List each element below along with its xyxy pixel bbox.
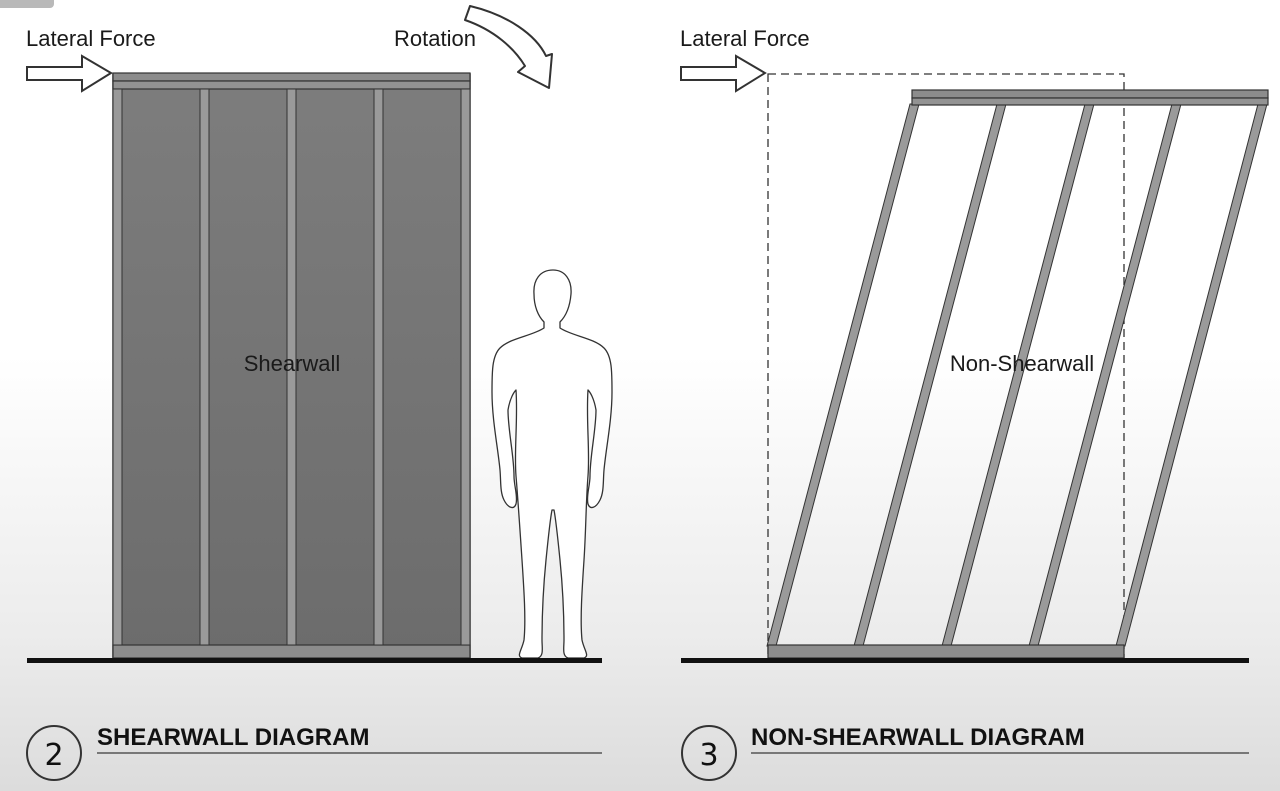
non-shearwall-ground-line xyxy=(681,658,1249,663)
shearwall-top-plate-lower xyxy=(112,80,471,90)
shearwall-bottom-plate xyxy=(112,644,471,659)
shearwall-diagram-panel: Lateral Force Rotation Shearwall 2 SHEAR… xyxy=(26,5,613,781)
racked-stud xyxy=(766,103,920,647)
shearwall-label: Shearwall xyxy=(244,351,341,376)
rotation-arrow-icon xyxy=(464,5,553,89)
displaced-top-plate xyxy=(911,89,1269,99)
shearwall-top-plate xyxy=(112,72,471,82)
rotation-label: Rotation xyxy=(394,26,476,51)
shearwall-stud xyxy=(112,88,123,646)
racked-stud xyxy=(1115,103,1268,647)
lateral-force-arrow-icon xyxy=(680,54,767,93)
diagram-title: SHEARWALL DIAGRAM xyxy=(97,724,369,751)
window-corner-tab xyxy=(0,0,54,8)
non-shearwall-bottom-plate xyxy=(767,644,1125,659)
shearwall-ground-line xyxy=(27,658,602,663)
displaced-top-plate-lower xyxy=(911,97,1269,106)
diagram-number: 3 xyxy=(699,738,718,773)
shearwall-stud xyxy=(373,88,384,646)
human-figure-icon xyxy=(491,269,613,659)
diagram-number-circle xyxy=(26,725,82,781)
diagram-number: 2 xyxy=(44,738,63,773)
shearwall-stud xyxy=(199,88,210,646)
shearwall-stud xyxy=(286,88,297,646)
lateral-force-arrow-icon xyxy=(26,54,113,93)
diagram-number-circle xyxy=(681,725,737,781)
diagram-title: NON-SHEARWALL DIAGRAM xyxy=(751,724,1085,751)
lateral-force-label: Lateral Force xyxy=(26,26,156,51)
non-shearwall-diagram-panel: Lateral Force Non-Shearwall 3 NON-SHEARW… xyxy=(680,26,1269,781)
shearwall-stud xyxy=(460,88,471,646)
lateral-force-label: Lateral Force xyxy=(680,26,810,51)
non-shearwall-label: Non-Shearwall xyxy=(950,351,1094,376)
